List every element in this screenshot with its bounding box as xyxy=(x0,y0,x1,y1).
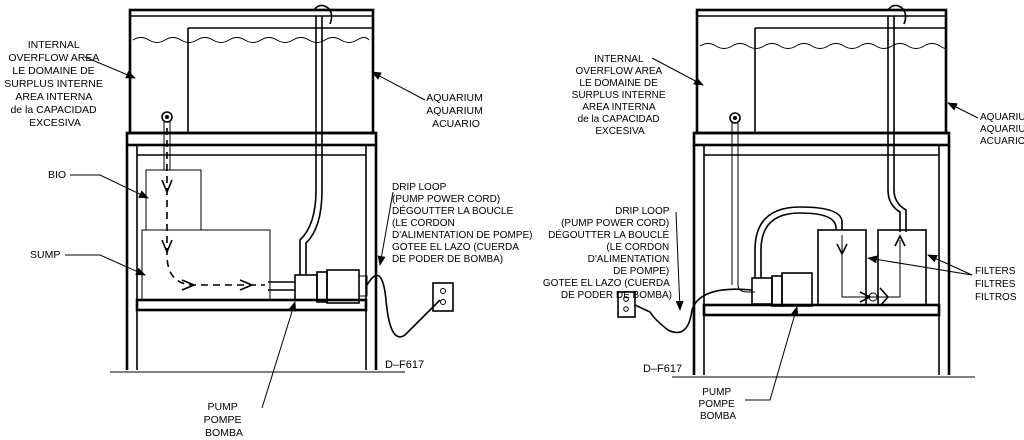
left-label-internal-overflow: INTERNAL OVERFLOW AREA LE DOMAINE DE SUR… xyxy=(4,39,106,129)
right-stand xyxy=(672,131,975,378)
left-leader-drip xyxy=(377,191,394,266)
right-power-cord xyxy=(634,288,753,334)
left-sump xyxy=(141,229,271,301)
right-label-aquarium: AQUARIUM AQUARIUM ACUARIO xyxy=(980,112,1024,147)
left-leader-aquarium xyxy=(371,71,426,101)
right-outlet xyxy=(617,291,636,318)
right-label-pump: PUMP POMPE BOMBA xyxy=(699,387,738,422)
left-label-drip-loop: DRIP LOOP (PUMP POWER CORD) DÉGOUTTER LA… xyxy=(392,182,535,265)
right-leader-overflow xyxy=(651,57,704,86)
left-pump xyxy=(268,269,368,304)
left-label-bio: BIO xyxy=(48,169,66,181)
right-aquarium-tank xyxy=(695,4,948,190)
left-drawing-code: D–F617 xyxy=(385,359,424,371)
left-aquarium-tank xyxy=(128,4,375,190)
right-leader-aquarium xyxy=(947,102,979,119)
right-drain-fitting xyxy=(729,112,741,285)
right-label-internal-overflow: INTERNAL OVERFLOW AREA LE DOMAINE DE SUR… xyxy=(572,54,669,137)
left-bio-chamber xyxy=(145,169,202,231)
right-pump xyxy=(737,272,813,307)
left-diagram: INTERNAL OVERFLOW AREA LE DOMAINE DE SUR… xyxy=(4,4,535,439)
right-diagram: INTERNAL OVERFLOW AREA LE DOMAINE DE SUR… xyxy=(543,4,1024,422)
left-label-sump: SUMP xyxy=(30,249,60,261)
left-label-pump: PUMP POMPE BOMBA xyxy=(204,401,245,439)
right-label-filters: FILTERS FILTRES FILTROS xyxy=(975,266,1018,303)
left-leader-pump xyxy=(261,301,297,409)
left-leader-overflow xyxy=(84,56,136,79)
left-leader-sump xyxy=(65,254,146,276)
left-flow-path xyxy=(166,128,265,286)
left-leader-bio xyxy=(70,174,149,199)
right-leader-drip xyxy=(675,211,684,311)
left-power-cord xyxy=(366,274,441,338)
left-stand xyxy=(110,131,405,373)
right-label-drip-loop: DRIP LOOP (PUMP POWER CORD) DÉGOUTTER LA… xyxy=(543,206,672,301)
right-leader-filter-1 xyxy=(867,255,973,276)
right-drawing-code: D–F617 xyxy=(643,363,682,375)
left-label-aquarium: AQUARIUM AQUARIUM ACUARIO xyxy=(426,92,486,130)
right-leader-filter-2 xyxy=(927,254,973,276)
left-outlet xyxy=(432,282,454,312)
right-leader-pump xyxy=(745,306,799,401)
